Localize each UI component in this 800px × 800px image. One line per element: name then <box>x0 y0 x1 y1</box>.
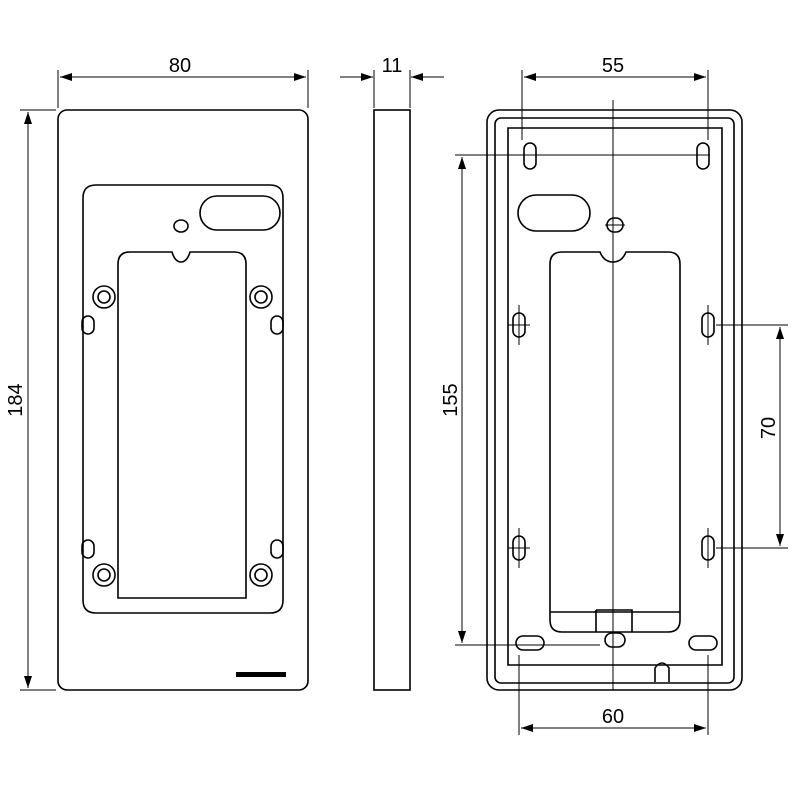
dim-vertical-hole-spacing: 155 <box>440 383 462 416</box>
dim-bottom-hole-spacing: 60 <box>602 706 624 728</box>
front-view <box>57 109 309 691</box>
dim-side-hole-spacing: 70 <box>758 417 780 439</box>
dimension-lines <box>20 70 788 735</box>
dim-side-depth: 11 <box>382 55 403 77</box>
dim-front-height: 184 <box>5 383 27 416</box>
brand-logo <box>236 672 286 677</box>
dim-front-width: 80 <box>169 55 191 77</box>
dim-top-hole-spacing: 55 <box>602 55 624 77</box>
back-view <box>486 100 743 691</box>
side-view <box>373 109 411 691</box>
